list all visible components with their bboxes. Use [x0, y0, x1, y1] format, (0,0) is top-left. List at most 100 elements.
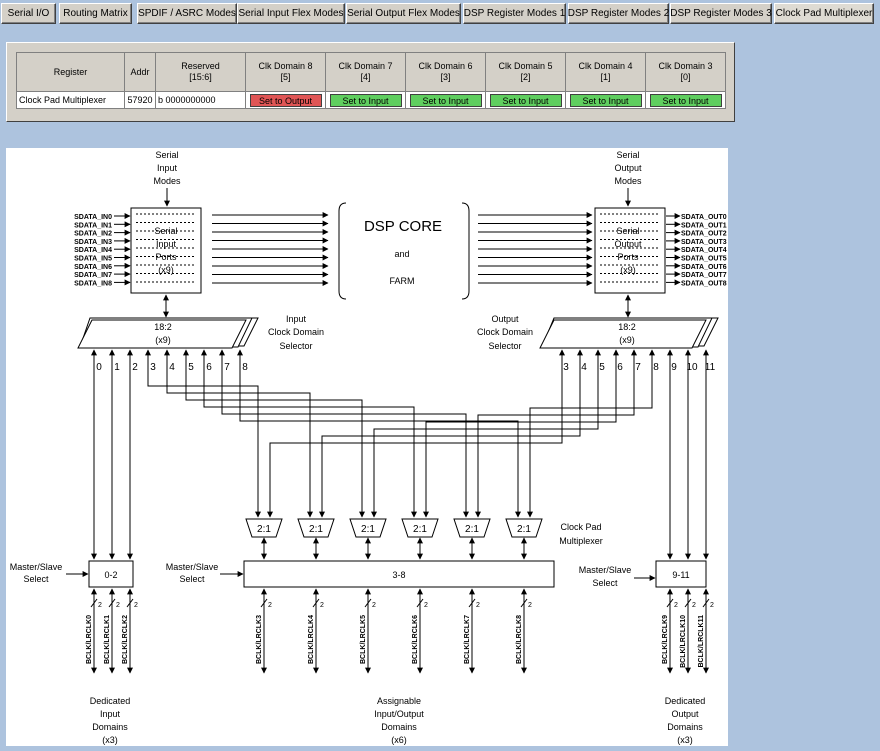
serial-input-modes-label-3: Modes: [153, 176, 181, 186]
mux-2to1: [297, 518, 335, 538]
box-0-2: [88, 560, 134, 588]
tab-dsp-register-modes-2[interactable]: DSP Register Modes 2: [568, 3, 669, 24]
bus-slash: [312, 598, 320, 608]
output-mux-front: [539, 319, 707, 349]
assignable-label-2: Input/Output: [374, 709, 424, 719]
left-mux-output-number: 8: [242, 362, 248, 373]
serial-input-modes-label-2: Input: [157, 163, 178, 173]
sdata-in-label: SDATA_IN8: [74, 280, 112, 287]
sdata-in-label: SDATA_IN2: [74, 231, 112, 238]
cell-clk-domain-5: Set to Input: [485, 91, 566, 109]
serial-output-modes-label-3: Modes: [614, 176, 642, 186]
header-clk-domain-3: Clk Domain 3[0]: [645, 52, 726, 92]
tab-dsp-register-modes-3[interactable]: DSP Register Modes 3: [670, 3, 772, 24]
dedicated-input-label-2: Input: [100, 709, 121, 719]
box-3-8-label: 3-8: [392, 570, 405, 580]
tab-serial-output-flex-modes[interactable]: Serial Output Flex Modes: [346, 3, 461, 24]
register-table: Register Addr Reserved[15:6] Clk Domain …: [16, 52, 726, 109]
cell-clk-domain-8: Set to Output: [245, 91, 326, 109]
tab-clock-pad-multiplexer[interactable]: Clock Pad Multiplexer: [774, 3, 874, 24]
header-reserved: Reserved[15:6]: [155, 52, 246, 92]
tab-routing-matrix[interactable]: Routing Matrix: [59, 3, 132, 24]
right-mux-output-number: 7: [635, 362, 641, 373]
clock-pad-mux-label-1: Clock Pad: [560, 522, 601, 532]
bus-width-label: 2: [372, 602, 376, 609]
right-mux-output-number: 9: [671, 362, 677, 373]
bus-width-label: 2: [320, 602, 324, 609]
sdata-in-label: SDATA_IN4: [74, 247, 112, 254]
bclk-label: BCLK/LRCLK6: [412, 615, 419, 664]
serial-output-modes-label-1: Serial: [616, 150, 639, 160]
header-clk-domain-8-name: Clk Domain 8: [258, 61, 313, 71]
mux-2to1-label: 2:1: [413, 524, 427, 535]
mux-2to1-label: 2:1: [517, 524, 531, 535]
sdata-out-label: SDATA_OUT5: [681, 256, 727, 263]
input-ports-text-4: (x9): [158, 265, 174, 275]
output-selector-label-3: Selector: [488, 341, 521, 351]
serial-input-ports-box: [130, 207, 202, 294]
tab-dsp-register-modes-1[interactable]: DSP Register Modes 1: [463, 3, 566, 24]
bus-width-label: 2: [268, 602, 272, 609]
dedicated-input-label-1: Dedicated: [90, 696, 131, 706]
tab-spdif-asrc-modes[interactable]: SPDIF / ASRC Modes: [137, 3, 237, 24]
master-slave-mid-1: Master/Slave: [166, 562, 219, 572]
clock-pad-mux-diagram: Serial Input Modes Serial Output Modes S…: [6, 148, 728, 746]
bus-width-label: 2: [674, 602, 678, 609]
right-mux-output-number: 3: [563, 362, 569, 373]
box-3-8: [243, 560, 555, 588]
sdata-out-label: SDATA_OUT0: [681, 214, 727, 221]
header-addr: Addr: [124, 52, 156, 92]
serial-input-modes-label-1: Serial: [155, 150, 178, 160]
output-mux-count: (x9): [619, 335, 635, 345]
tab-serial-input-flex-modes[interactable]: Serial Input Flex Modes: [237, 3, 345, 24]
clk-domain-8-button[interactable]: Set to Output: [249, 93, 322, 107]
box-0-2-label: 0-2: [104, 570, 117, 580]
bus-width-label: 2: [710, 602, 714, 609]
bus-slash: [108, 598, 116, 608]
header-register: Register: [16, 52, 125, 92]
sdata-in-label: SDATA_IN0: [74, 214, 112, 221]
cell-clk-domain-7: Set to Input: [325, 91, 406, 109]
clk-domain-3-button[interactable]: Set to Input: [649, 93, 722, 107]
header-clk-domain-4: Clk Domain 4[1]: [565, 52, 646, 92]
master-slave-left-2: Select: [23, 574, 49, 584]
right-mux-output-number: 6: [617, 362, 623, 373]
master-slave-right-2: Select: [592, 578, 618, 588]
tab-serial-io[interactable]: Serial I/O: [1, 3, 56, 24]
cell-clk-domain-4: Set to Input: [565, 91, 646, 109]
bclk-label: BCLK/LRCLK2: [122, 615, 129, 664]
clk-domain-7-button[interactable]: Set to Input: [329, 93, 402, 107]
mux-2to1-label: 2:1: [361, 524, 375, 535]
sdata-out-label: SDATA_OUT6: [681, 264, 727, 271]
header-clk-domain-6: Clk Domain 6[3]: [405, 52, 486, 92]
bus-width-label: 2: [116, 602, 120, 609]
left-mux-output-number: 7: [224, 362, 230, 373]
left-route: [183, 349, 365, 518]
output-mux-ratio: 18:2: [618, 322, 636, 332]
left-mux-output-number: 0: [96, 362, 102, 373]
header-clk-domain-5: Clk Domain 5[2]: [485, 52, 566, 92]
mux-2to1-label: 2:1: [465, 524, 479, 535]
bclk-label: BCLK/LRCLK7: [464, 615, 471, 664]
sdata-in-label: SDATA_IN7: [74, 272, 112, 279]
input-selector-label-1: Input: [286, 314, 307, 324]
sdata-out-label: SDATA_OUT7: [681, 272, 727, 279]
output-ports-text-2: Output: [614, 239, 642, 249]
clk-domain-4-button[interactable]: Set to Input: [569, 93, 642, 107]
right-mux-output-number: 5: [599, 362, 605, 373]
header-reserved-bits: [15:6]: [189, 72, 212, 82]
box-9-11: [655, 560, 707, 588]
mux-2to1: [245, 518, 283, 538]
clk-domain-6-button[interactable]: Set to Input: [409, 93, 482, 107]
left-mux-output-number: 6: [206, 362, 212, 373]
header-clk-domain-7-name: Clk Domain 7: [338, 61, 393, 71]
right-route: [527, 349, 655, 518]
clk-domain-5-button[interactable]: Set to Input: [489, 93, 562, 107]
left-route: [237, 349, 521, 518]
bus-width-label: 2: [476, 602, 480, 609]
assignable-label-4: (x6): [391, 735, 407, 745]
bclk-label: BCLK/LRCLK8: [516, 615, 523, 664]
sdata-out-label: SDATA_OUT4: [681, 247, 727, 254]
master-slave-left-1: Master/Slave: [10, 562, 63, 572]
right-mux-output-number: 11: [705, 362, 716, 373]
